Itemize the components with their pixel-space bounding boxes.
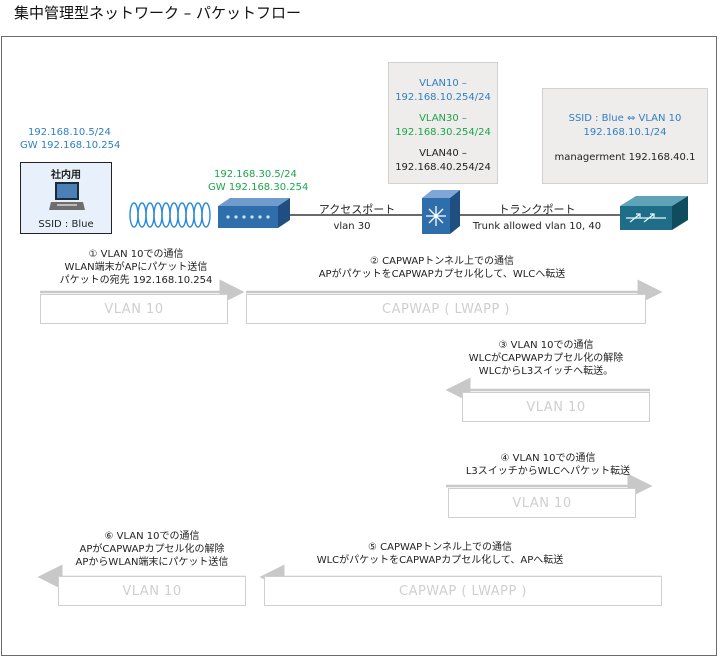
step-5-note: ⑤ CAPWAPトンネル上での通信 WLCがパケットをCAPWAPカプセル化して… [316,542,564,566]
ap-gateway: GW 192.168.30.254 [208,182,309,193]
step-1-note: ① VLAN 10での通信 WLAN端末がAPにパケット送信 パケットの宛先 1… [59,249,213,286]
vlan10-ip: 192.168.10.254/24 [395,92,491,103]
laptop-icon [49,182,85,210]
page-title: 集中管理型ネットワーク – パケットフロー [14,4,302,22]
client-ip: 192.168.10.5/24 [28,127,111,138]
step-2-note: ② CAPWAPトンネル上での通信 APがパケットをCAPWAPカプセル化して、… [318,256,566,280]
diagram-frame [1,36,717,656]
step-4-note: ④ VLAN 10での通信 L3スイッチからWLCへパケット転送 [465,453,631,477]
trunk-port-label: トランクポート [498,203,576,216]
access-port-label: アクセスポート [318,203,396,216]
flow-6-vlan: VLAN 10 [58,576,246,606]
l3-switch-info-box: VLAN10 – 192.168.10.254/24 VLAN30 – 192.… [388,62,498,184]
wlc-management: managerment 192.168.40.1 [554,152,696,163]
vlan10-name: VLAN10 – [419,78,467,89]
client-gateway: GW 192.168.10.254 [20,140,121,151]
ap-ip: 192.168.30.5/24 [214,169,297,180]
client-ssid: SSID : Blue [38,219,94,230]
flow-1-vlan: VLAN 10 [40,294,228,324]
wlc-ip: 192.168.10.1/24 [583,127,667,138]
client-device: 社内用 SSID : Blue [20,162,112,234]
wireless-signal-icon [129,202,211,228]
wlc-icon [620,196,688,230]
step-3-note: ③ VLAN 10での通信 WLCがCAPWAPカプセル化の解除 WLCからL3… [468,340,624,377]
vlan40-ip: 192.168.40.254/24 [395,162,491,173]
trunk-port-vlans: Trunk allowed vlan 10, 40 [472,221,602,232]
vlan40-name: VLAN40 – [419,148,467,159]
access-port-vlan: vlan 30 [333,221,371,232]
vlan30-name: VLAN30 – [419,113,467,124]
access-point-icon [218,198,290,228]
flow-3-vlan: VLAN 10 [462,392,650,422]
l3-switch-icon [422,190,460,234]
step-6-note: ⑥ VLAN 10での通信 APがCAPWAPカプセル化の解除 APからWLAN… [75,531,229,568]
wlc-ssid-map: SSID : Blue ⇔ VLAN 10 [568,113,682,124]
vlan30-ip: 192.168.30.254/24 [395,127,491,138]
wlc-info-box: SSID : Blue ⇔ VLAN 10 192.168.10.1/24 ma… [542,88,708,184]
client-box-title: 社内用 [51,170,81,181]
flow-5-capwap: CAPWAP ( LWAPP ) [264,576,662,606]
flow-2-capwap: CAPWAP ( LWAPP ) [246,294,646,324]
flow-4-vlan: VLAN 10 [448,488,636,518]
